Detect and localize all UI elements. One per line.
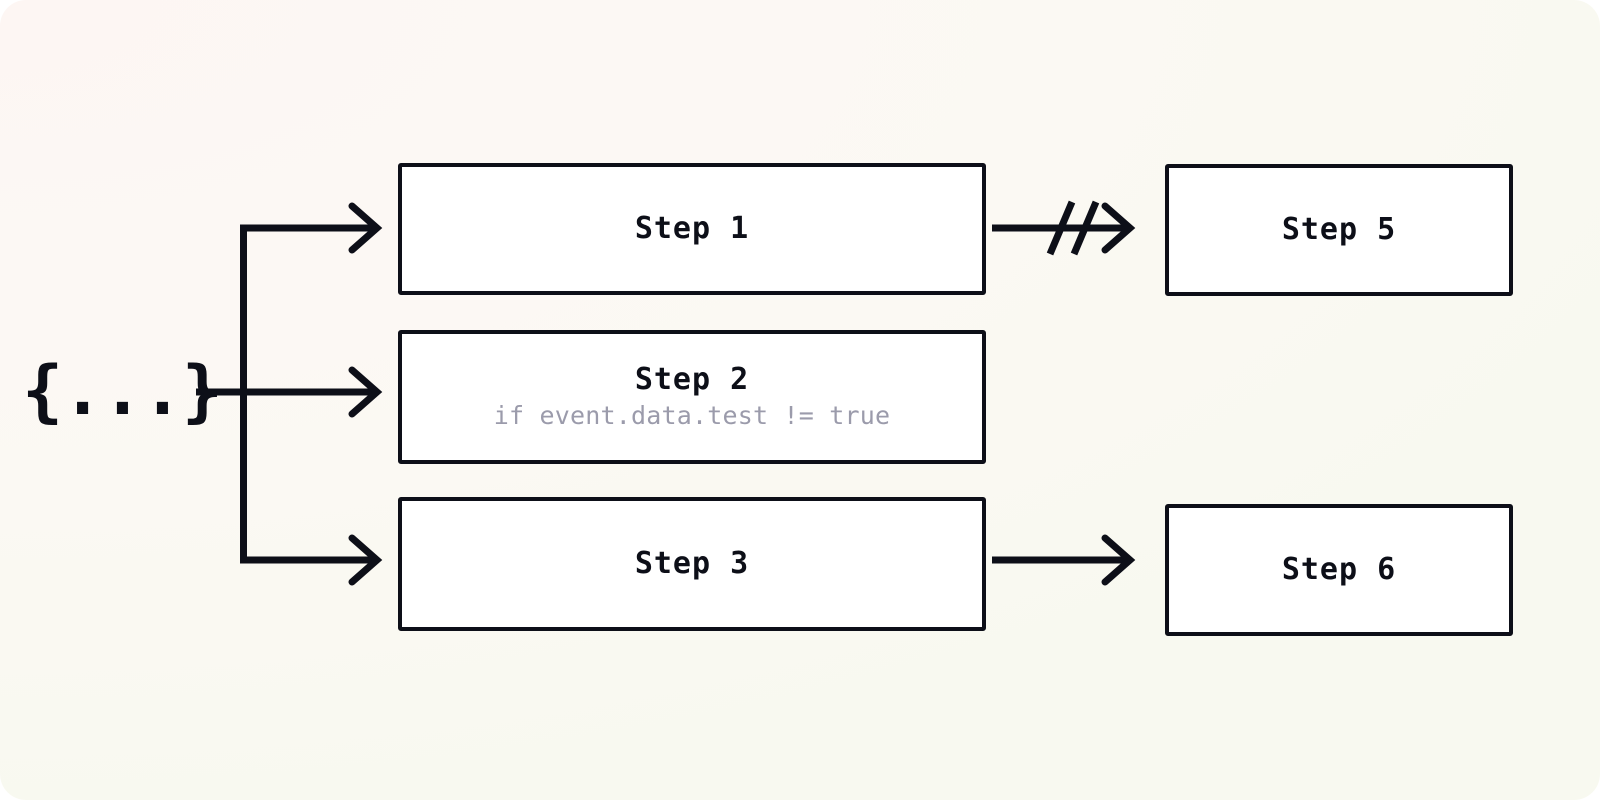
edge-step1-step5-arrowhead	[1101, 202, 1136, 254]
json-braces-icon: {...}	[22, 352, 223, 431]
edge-step1-step5[interactable]	[992, 200, 1136, 256]
edge-source-step1[interactable]	[240, 202, 383, 254]
edge-source-step2-arrowhead	[348, 366, 383, 418]
step-node-step1[interactable]: Step 1	[398, 163, 986, 295]
step-node-step3[interactable]: Step 3	[398, 497, 986, 631]
step-title: Step 2	[634, 361, 750, 397]
edge-source-step1-arrowhead	[348, 202, 383, 254]
edge-source-step2[interactable]	[243, 366, 383, 418]
edge-source-step3[interactable]	[240, 534, 383, 586]
edge-step3-step6[interactable]	[992, 534, 1136, 586]
edge-source-step3-arrowhead	[348, 534, 383, 586]
step-title: Step 3	[634, 545, 750, 581]
step-title: Step 1	[634, 210, 750, 246]
edge-step3-step6-arrowhead	[1101, 534, 1136, 586]
edge-step1-step5-cut-mark-2	[1070, 200, 1100, 256]
step-node-step6[interactable]: Step 6	[1165, 504, 1513, 636]
step-title: Step 6	[1281, 551, 1397, 587]
edge-step1-step5-cut-mark-1	[1046, 200, 1076, 256]
step-title: Step 5	[1281, 211, 1397, 247]
step-node-step2[interactable]: Step 2 if event.data.test != true	[398, 330, 986, 464]
step-node-step5[interactable]: Step 5	[1165, 164, 1513, 296]
step-condition-expression: if event.data.test != true	[493, 401, 891, 431]
